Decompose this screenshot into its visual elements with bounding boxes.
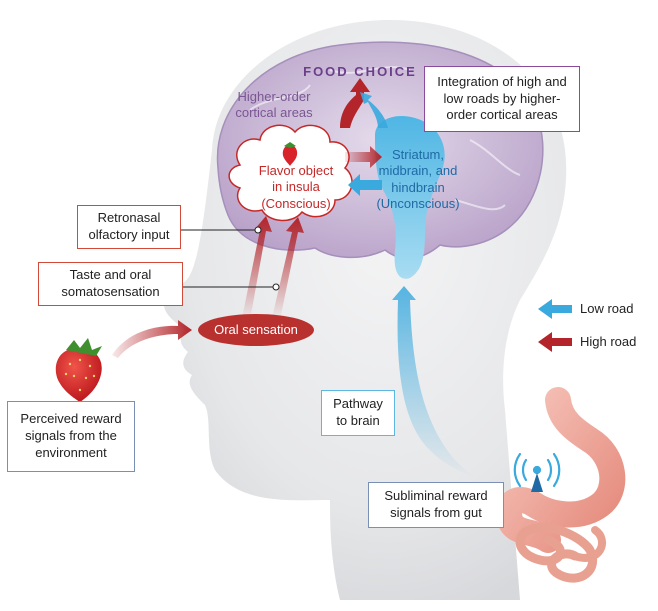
perceived-line-3: environment: [35, 444, 107, 460]
signal-icon: [513, 452, 561, 492]
taste-line-1: Taste and oral: [69, 267, 152, 283]
striatum-label: Striatum, midbrain, and hindbrain (Uncon…: [366, 147, 470, 212]
higher-order-line-2: cortical areas: [235, 105, 313, 121]
integration-line-1: Integration of high and: [437, 73, 567, 89]
perceived-box: Perceived reward signals from the enviro…: [7, 401, 135, 472]
oral-sensation-text: Oral sensation: [214, 322, 298, 337]
strawberry-to-mouth-arrow: [112, 320, 192, 358]
striatum-structure: [375, 115, 445, 279]
food-choice-label: FOOD CHOICE: [296, 64, 424, 80]
striatum-line-2: midbrain, and: [378, 163, 458, 179]
legend-high-road-arrow: [538, 332, 572, 352]
higher-order-line-1: Higher-order: [237, 89, 311, 104]
higher-order-label: Higher-order cortical areas: [222, 89, 326, 122]
high-road-arrow-to-striatum: [345, 146, 382, 168]
pathway-to-brain: [392, 286, 478, 478]
strawberry-icon: [55, 338, 102, 402]
pathway-line-2: to brain: [336, 413, 380, 428]
striatum-line-4: (Unconscious): [376, 195, 460, 211]
legend-low-road-arrow: [538, 299, 572, 319]
subliminal-line-1: Subliminal reward: [384, 488, 488, 504]
retronasal-line-1: Retronasal: [97, 210, 161, 226]
low-road-arrow-to-flavor: [348, 174, 382, 196]
striatum-line-3: hindbrain: [391, 179, 445, 195]
integration-box: Integration of high and low roads by hig…: [424, 66, 580, 132]
legend-high-road: High road: [580, 334, 636, 349]
taste-box: Taste and oral somatosensation: [38, 262, 183, 306]
flavor-line-1: Flavor object: [258, 163, 334, 178]
legend-high-road-label: High road: [580, 334, 637, 349]
integration-line-2: low roads by higher-: [443, 90, 561, 106]
high-road-arrow-left: [242, 216, 272, 320]
taste-dot: [272, 283, 280, 291]
strawberry-icon-small: [282, 142, 298, 166]
high-road-arrow-right: [272, 217, 304, 320]
taste-line-2: somatosensation: [61, 284, 160, 299]
pathway-box: Pathway to brain: [321, 390, 395, 436]
flavor-object-label: Flavor object in insula (Conscious): [246, 163, 346, 212]
legend-low-road: Low road: [580, 301, 633, 316]
pathway-line-1: Pathway: [333, 396, 383, 412]
retronasal-dot: [254, 226, 262, 234]
retronasal-line-2: olfactory input: [88, 227, 170, 242]
stomach-illustration: [496, 387, 626, 583]
flavor-line-3: (Conscious): [261, 195, 331, 211]
legend-low-road-label: Low road: [580, 301, 634, 316]
integration-line-3: order cortical areas: [446, 107, 558, 123]
perceived-line-1: Perceived reward: [20, 411, 122, 427]
oral-sensation-label: Oral sensation: [198, 322, 314, 338]
perceived-line-2: signals from the: [25, 428, 117, 444]
striatum-line-1: Striatum,: [391, 147, 444, 162]
subliminal-line-2: signals from gut: [390, 505, 482, 520]
oral-sensation-ellipse: [198, 314, 314, 346]
food-choice-arrow-high: [340, 78, 370, 128]
food-choice-text: FOOD CHOICE: [303, 64, 417, 79]
food-choice-arrow-low: [360, 92, 388, 128]
subliminal-box: Subliminal reward signals from gut: [368, 482, 504, 528]
retronasal-box: Retronasal olfactory input: [77, 205, 181, 249]
flavor-line-2: in insula: [272, 179, 320, 195]
